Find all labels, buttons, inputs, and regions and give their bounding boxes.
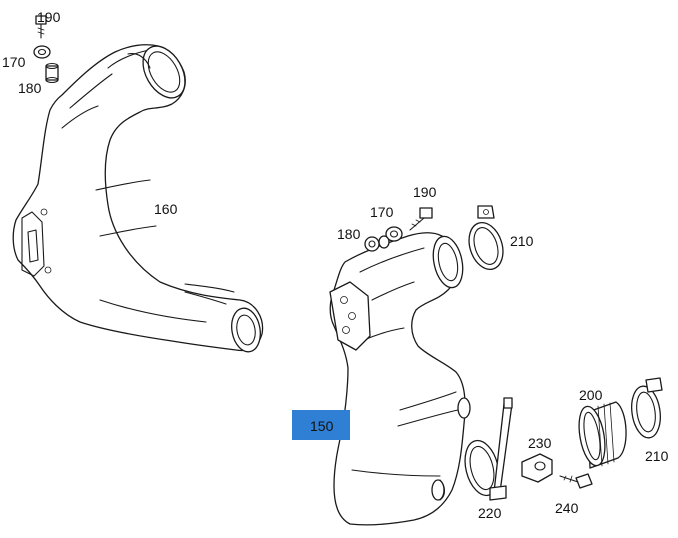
- grommet-180-right[interactable]: [364, 235, 390, 252]
- rubber-sleeve-200[interactable]: [575, 401, 627, 469]
- holder-230[interactable]: [521, 453, 553, 483]
- hose-clamp-210-bottom[interactable]: [629, 377, 664, 440]
- label-170-right[interactable]: 170: [370, 204, 394, 220]
- label-220[interactable]: 220: [478, 505, 502, 521]
- label-230[interactable]: 230: [528, 435, 552, 451]
- grommet-180-left[interactable]: [45, 62, 59, 84]
- label-150[interactable]: 150: [310, 418, 334, 434]
- air-intake-housing-150[interactable]: [329, 232, 471, 526]
- bolt-190-left[interactable]: [35, 15, 47, 39]
- label-160[interactable]: 160: [154, 201, 178, 217]
- label-180-right[interactable]: 180: [337, 226, 361, 242]
- washer-170-left[interactable]: [33, 45, 51, 59]
- label-210-top[interactable]: 210: [510, 233, 534, 249]
- air-duct-160[interactable]: [12, 39, 264, 354]
- bolt-240[interactable]: [559, 473, 593, 489]
- label-190-left[interactable]: 190: [37, 9, 61, 25]
- label-240[interactable]: 240: [555, 500, 579, 516]
- label-200[interactable]: 200: [579, 387, 603, 403]
- label-210-bottom[interactable]: 210: [645, 448, 669, 464]
- hose-clamp-220[interactable]: [460, 437, 505, 499]
- washer-170-right[interactable]: [385, 226, 403, 242]
- label-170-left[interactable]: 170: [2, 54, 26, 70]
- selected-part-highlight: [292, 410, 350, 440]
- label-180-left[interactable]: 180: [18, 80, 42, 96]
- hose-clamp-210-top[interactable]: [463, 205, 508, 274]
- bolt-190-right[interactable]: [409, 207, 433, 231]
- support-rod[interactable]: [489, 397, 513, 501]
- label-190-right[interactable]: 190: [413, 184, 437, 200]
